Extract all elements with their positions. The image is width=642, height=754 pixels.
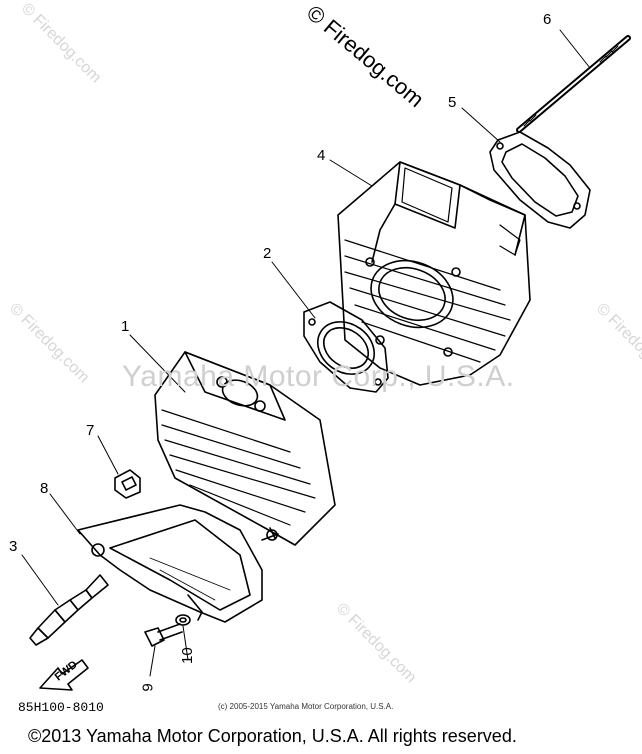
part-9-bolt [144,623,183,647]
callout-2: 2 [263,245,272,262]
part-10-washer [175,614,191,626]
part-3-spark-plug [29,574,109,646]
part-5-gasket [489,131,591,229]
yamaha-watermark: Yamaha Motor Corp., U.S.A. [122,360,515,393]
callout-8: 8 [40,480,49,497]
part-6-stud-bolt [516,35,631,133]
callout-3: 3 [9,538,18,555]
part-2-head-gasket [303,301,389,393]
part-1-cylinder-head [154,351,336,546]
footer-copyright: ©2013 Yamaha Motor Corporation, U.S.A. A… [28,726,517,746]
drawing-number: 85H100-8010 [18,700,104,715]
callout-7: 7 [86,422,95,439]
callout-9: 9 [139,683,157,692]
fine-copyright: (c) 2005-2015 Yamaha Motor Corporation, … [218,702,394,711]
part-7-nut [114,469,141,499]
callout-5: 5 [448,94,457,111]
part-4-cylinder [337,161,531,386]
front-arrow [39,659,89,691]
callout-6: 6 [543,11,552,28]
callout-1: 1 [121,318,130,335]
callout-4: 4 [317,147,326,164]
part-8-cover-plate [77,504,263,623]
leader-lines [21,29,591,677]
callout-10: 10 [179,647,196,664]
